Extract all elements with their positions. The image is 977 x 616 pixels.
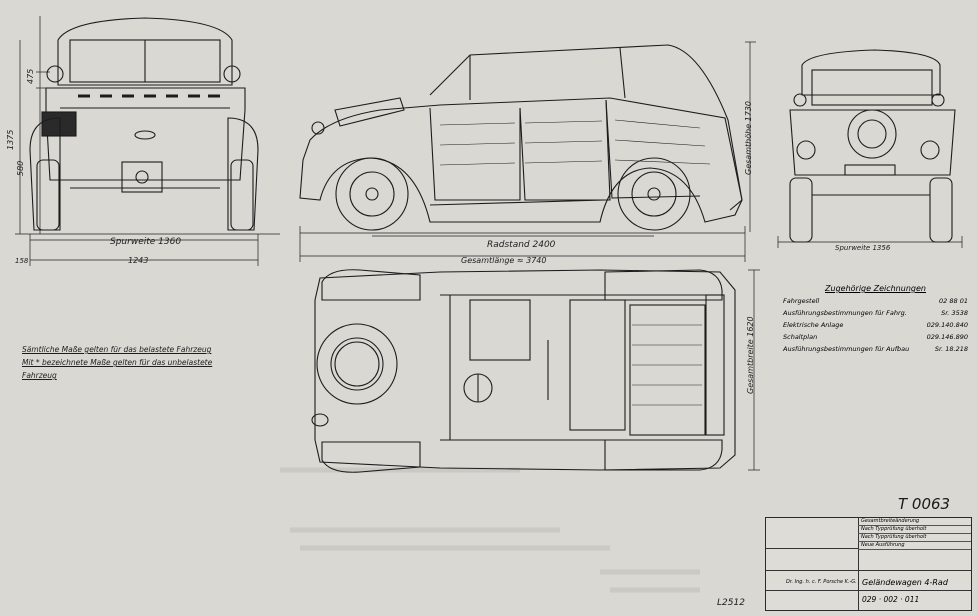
dimension-notes: Sämtliche Maße gelten für das belastete …	[22, 343, 272, 382]
ghost-lines	[280, 467, 700, 593]
note-line: Sämtliche Maße gelten für das belastete …	[22, 345, 212, 354]
side-view	[299, 41, 756, 262]
revision-list: Gesamtbreiteänderung Nach Typprüfung übe…	[858, 518, 971, 550]
related-drawings-title: Zugehörige Zeichnungen	[825, 284, 926, 293]
dim-front-height: 1375	[6, 129, 15, 150]
note-line: Mit * bezeichnete Maße gelten für das un…	[22, 358, 213, 367]
drawing-row: Ausführungsbestimmungen für Fahrg.Sr. 35…	[783, 309, 968, 317]
dim-475: 475	[26, 68, 35, 84]
revision-entry: Nach Typprüfung überholt	[858, 526, 971, 534]
revision-entry: Neue Ausführung	[858, 542, 971, 550]
part-number: 029 · 002 · 011	[862, 595, 920, 604]
dim-track-rear: Spurweite 1356	[835, 244, 891, 252]
dim-wheelbase: Radstand 2400	[487, 240, 556, 250]
front-view	[15, 16, 280, 266]
revision-entry: Gesamtbreiteänderung	[858, 518, 971, 526]
drawing-number: T 0063	[898, 495, 951, 513]
dim-overall-length: Gesamtlänge ≈ 3740	[461, 256, 547, 265]
revision-entry: Nach Typprüfung überholt	[858, 534, 971, 542]
dim-overall-height: Gesamthöhe 1730	[744, 101, 753, 175]
dim-track-front: Spurweite 1360	[110, 237, 182, 247]
dim-158: 158	[15, 257, 29, 265]
maker-name: Dr. Ing. h. c. F. Porsche K.-G.	[786, 579, 857, 585]
sheet-code: L2512	[717, 598, 745, 608]
dim-width-bottom: 1243	[128, 256, 149, 265]
note-line: Fahrzeug	[22, 371, 57, 380]
rear-view	[777, 49, 963, 248]
dim-580: 580	[16, 160, 25, 176]
top-view	[311, 269, 760, 473]
vehicle-name: Geländewagen 4-Rad	[862, 578, 948, 587]
dim-overall-width: Gesamtbreite 1620	[746, 316, 755, 394]
title-block: Gesamtbreiteänderung Nach Typprüfung übe…	[765, 517, 972, 611]
